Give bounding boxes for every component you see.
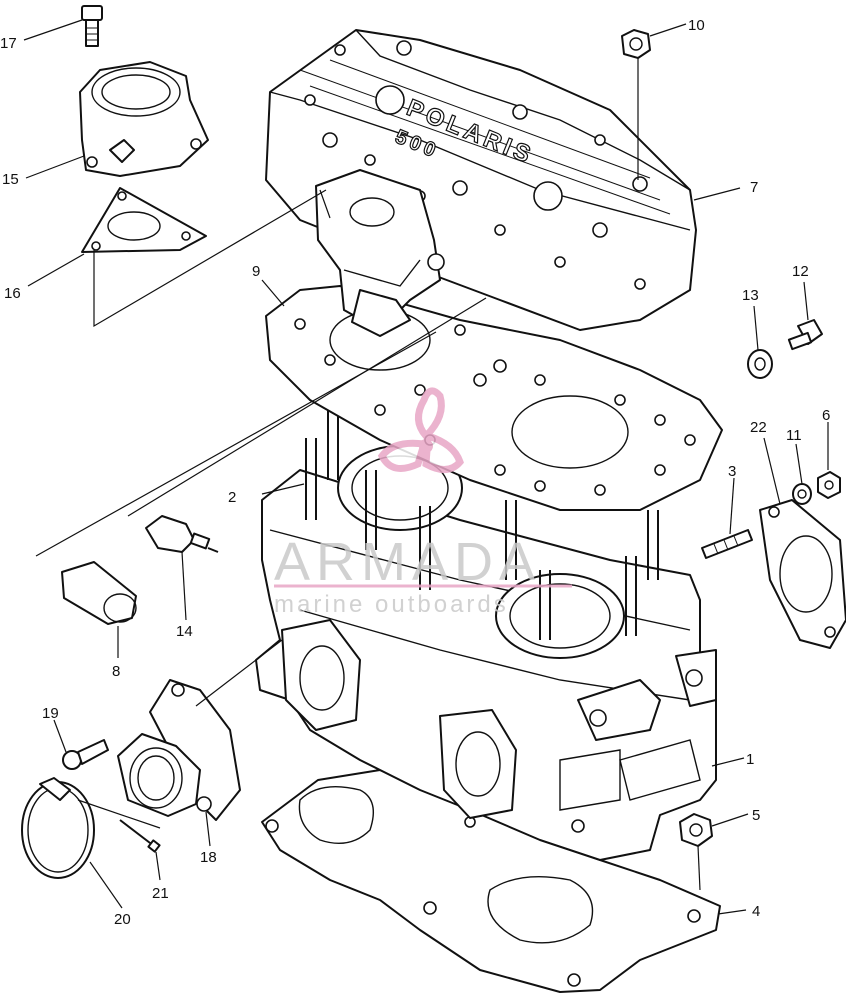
callout-13: 13 [742, 287, 759, 304]
clamp-screw [119, 819, 161, 853]
exhaust-gasket [759, 499, 846, 649]
exhaust-stud [701, 529, 753, 559]
callout-15: 15 [2, 171, 19, 188]
callout-6: 6 [822, 407, 830, 424]
callout-leaders [23, 19, 829, 915]
callout-7: 7 [750, 179, 758, 196]
callout-1: 1 [746, 751, 754, 768]
outlet-bolt [81, 5, 103, 47]
intake-flange [117, 679, 241, 821]
callout-10: 10 [688, 17, 705, 34]
watermark-subtitle: marine outboards [274, 591, 509, 618]
water-outlet-cover [79, 61, 209, 177]
callout-22: 22 [750, 419, 767, 436]
callout-8: 8 [112, 663, 120, 680]
cylinder-studs [305, 400, 659, 640]
hose-clamp [21, 777, 95, 879]
callout-19: 19 [42, 705, 59, 722]
callout-12: 12 [792, 263, 809, 280]
callout-21: 21 [152, 885, 169, 902]
small-nut [817, 471, 841, 499]
callout-4: 4 [752, 903, 760, 920]
flange-bolt [62, 739, 109, 770]
head-nut [621, 29, 651, 180]
callout-11: 11 [786, 427, 802, 444]
callout-16: 16 [4, 285, 21, 302]
cylinder-head: POLARIS 500 [265, 29, 697, 331]
callout-20: 20 [114, 911, 131, 928]
small-washer [792, 483, 812, 505]
temperature-sensor [145, 515, 219, 553]
callout-14: 14 [176, 623, 193, 640]
exhaust-sleeve [61, 561, 137, 625]
watermark-title: ARMADA [274, 532, 541, 592]
callout-numbers: 1 2 3 4 5 6 7 8 9 10 11 12 13 14 15 16 1… [0, 17, 830, 928]
callout-17: 17 [0, 35, 17, 52]
armada-watermark: ARMADA marine outboards [274, 387, 572, 618]
thermostat-housing [315, 169, 445, 337]
head-gasket [265, 285, 723, 511]
callout-18: 18 [200, 849, 217, 866]
block-nut [679, 813, 713, 891]
plug-washer [747, 349, 773, 379]
callout-9: 9 [252, 263, 260, 280]
callout-2: 2 [228, 489, 236, 506]
outlet-gasket [81, 187, 207, 253]
armada-logo-icon [377, 387, 464, 473]
plug-bolt [787, 319, 823, 351]
callout-5: 5 [752, 807, 760, 824]
callout-3: 3 [728, 463, 736, 480]
